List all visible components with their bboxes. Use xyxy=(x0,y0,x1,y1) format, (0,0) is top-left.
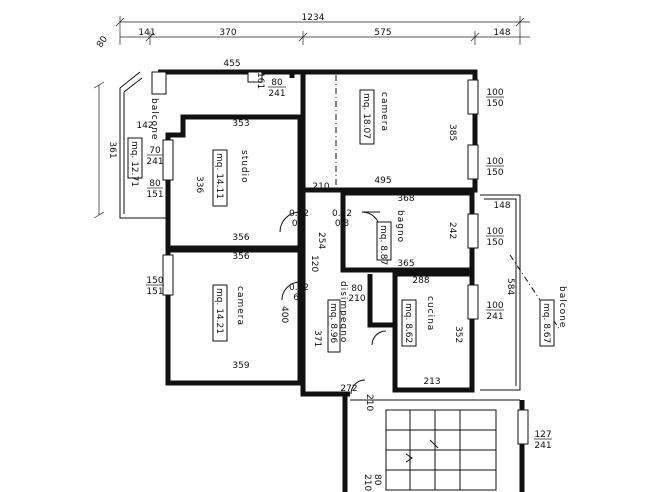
dim-bagno-top: 368 xyxy=(397,194,414,204)
opening-10-value: 80 xyxy=(351,284,363,294)
door-3-sub: 62 xyxy=(293,293,304,303)
room-name-balcone-left: balcone xyxy=(149,98,159,140)
dim-studio-top: 353 xyxy=(232,119,249,129)
dim-cucina-side: 352 xyxy=(453,326,463,343)
dim-corridor-width: 210 xyxy=(312,182,329,192)
dim-balcone2-side: 584 xyxy=(505,278,515,295)
opening-11-sub: 210 xyxy=(362,474,372,491)
dim-balcone2-top: 148 xyxy=(493,201,510,211)
area-camera-top: mq. 18.07 xyxy=(361,93,371,139)
door-2-value: 0.72 xyxy=(332,209,352,219)
dim-bagno-bottom: 365 xyxy=(397,259,414,269)
room-name-camera-bottom: camera xyxy=(235,286,245,326)
dim-cucina-bottom: 213 xyxy=(423,377,440,387)
dim-bagno-side: 242 xyxy=(447,222,457,239)
dim-camera2-top: 356 xyxy=(232,252,249,262)
room-name-camera-top: camera xyxy=(379,92,389,132)
dim-balcone-left: 142 xyxy=(136,121,153,131)
opening-11-value: 80 xyxy=(372,474,382,486)
dim-camera2-bottom: 359 xyxy=(232,361,249,371)
dim-corridor-b: 120 xyxy=(309,255,319,272)
area-disimpegno: mq. 8.96 xyxy=(328,303,338,344)
area-cucina: mq. 8.62 xyxy=(403,303,413,343)
door-3-value: 0.72 xyxy=(289,283,309,293)
axis-balcone xyxy=(509,254,561,331)
stairwell xyxy=(385,409,497,491)
area-boxes xyxy=(127,89,555,353)
opening-8-value: 100 xyxy=(486,301,503,311)
opening-5-value: 100 xyxy=(486,157,503,167)
left-dimension-line xyxy=(93,81,105,219)
dim-camera1-side: 385 xyxy=(447,124,457,141)
dim-bottom-272: 272 xyxy=(340,384,357,394)
opening-7-value: 150 xyxy=(146,276,163,286)
door-1-value: 0.72 xyxy=(289,209,309,219)
area-balcone-left: mq. 12.71 xyxy=(129,141,139,187)
opening-6-sub: 150 xyxy=(486,238,503,248)
dim-cucina-top: 288 xyxy=(412,276,429,286)
opening-3-value: 80 xyxy=(149,179,161,189)
dim-seg-4: 148 xyxy=(493,28,510,38)
dim-corridor-a: 254 xyxy=(316,232,326,249)
opening-1-sub: 241 xyxy=(268,89,285,99)
dim-balcone-right: 161 xyxy=(255,72,265,89)
room-name-cucina: cucina xyxy=(425,296,435,331)
opening-4-sub: 150 xyxy=(486,99,503,109)
opening-2-value: 70 xyxy=(149,146,161,156)
dim-seg-1: 141 xyxy=(138,28,155,38)
room-name-studio: studio xyxy=(239,150,249,184)
dim-studio-side: 336 xyxy=(194,176,204,193)
opening-7-sub: 151 xyxy=(146,287,163,297)
opening-9-sub: 241 xyxy=(534,441,551,451)
room-name-balcone-right: balcone xyxy=(557,286,567,328)
dim-corridor-c: 371 xyxy=(312,330,322,347)
dim-camera2-side: 400 xyxy=(279,306,289,323)
opening-1-value: 80 xyxy=(271,78,283,88)
area-camera-bottom: mq. 14.21 xyxy=(214,288,224,334)
top-dimension-lines xyxy=(115,16,530,45)
area-studio: mq. 14.11 xyxy=(214,153,224,199)
opening-3-sub: 151 xyxy=(146,190,163,200)
dim-balcone-top: 455 xyxy=(223,59,240,69)
windows xyxy=(151,71,529,445)
area-balcone-right: mq. 8.67 xyxy=(541,303,551,343)
dim-total: 1234 xyxy=(302,13,325,23)
door-1-sub: 0.8 xyxy=(292,219,307,229)
room-name-disimpegno: disimpegno xyxy=(338,281,348,343)
walls xyxy=(119,69,525,492)
door-2-sub: 0.8 xyxy=(335,219,350,229)
dim-bottom-210: 210 xyxy=(364,394,374,411)
door-swings xyxy=(279,211,387,395)
opening-4-value: 100 xyxy=(486,88,503,98)
opening-labels xyxy=(146,86,552,440)
dim-camera1-bottom: 495 xyxy=(374,176,391,186)
opening-2-sub: 241 xyxy=(146,157,163,167)
dim-corner: 80 xyxy=(95,34,110,49)
opening-5-sub: 150 xyxy=(486,168,503,178)
opening-10-sub: 210 xyxy=(348,294,365,304)
dim-seg-3: 575 xyxy=(374,28,391,38)
dim-seg-2: 370 xyxy=(219,28,236,38)
dim-left-height: 361 xyxy=(107,141,117,158)
dim-studio-bottom: 356 xyxy=(232,233,249,243)
opening-8-sub: 241 xyxy=(486,312,503,322)
opening-9-value: 127 xyxy=(534,430,551,440)
room-name-bagno: bagno xyxy=(395,210,405,243)
opening-6-value: 100 xyxy=(486,227,503,237)
area-bagno: mq. 8.87 xyxy=(378,225,388,265)
